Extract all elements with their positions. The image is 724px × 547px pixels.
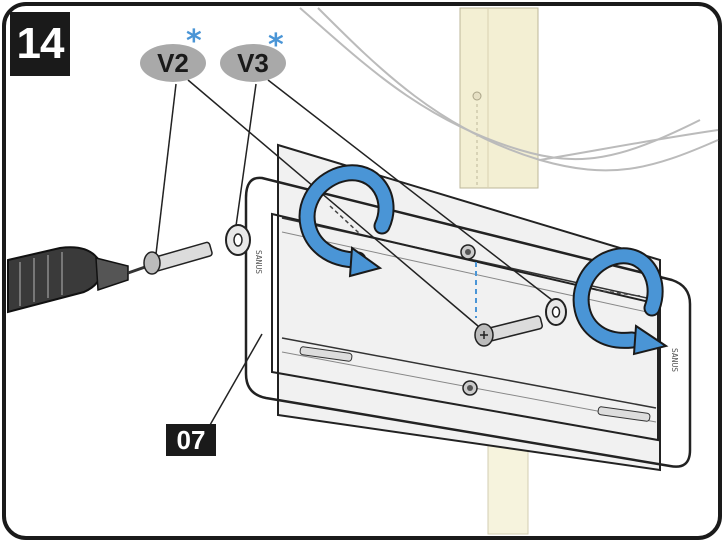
- screw-icon: [474, 315, 543, 347]
- leader-lines: [155, 79, 553, 433]
- svg-text:SANUS: SANUS: [670, 348, 679, 372]
- washer-icon: [225, 224, 251, 256]
- step-number-badge: 14: [10, 12, 70, 76]
- part-number-badge: 07: [166, 424, 216, 456]
- asterisk-mark-v2: *: [186, 24, 202, 59]
- svg-text:SANUS: SANUS: [254, 250, 263, 274]
- rotate-clockwise-icon: [572, 247, 669, 356]
- screw-icon: [143, 241, 213, 275]
- asterisk-mark-v3: *: [268, 28, 284, 63]
- screw-label-v3: V3: [220, 44, 286, 82]
- rotate-clockwise-icon: [298, 164, 395, 278]
- wall-post: [459, 7, 539, 535]
- post-hole: [472, 91, 482, 101]
- mount-frame-07: SANUS SANUS: [244, 176, 692, 468]
- screw-label-v2: V2: [140, 44, 206, 82]
- washer-icon: [545, 298, 567, 326]
- tv-back-outline: [299, 7, 719, 172]
- screwdriver-icon: [7, 246, 149, 314]
